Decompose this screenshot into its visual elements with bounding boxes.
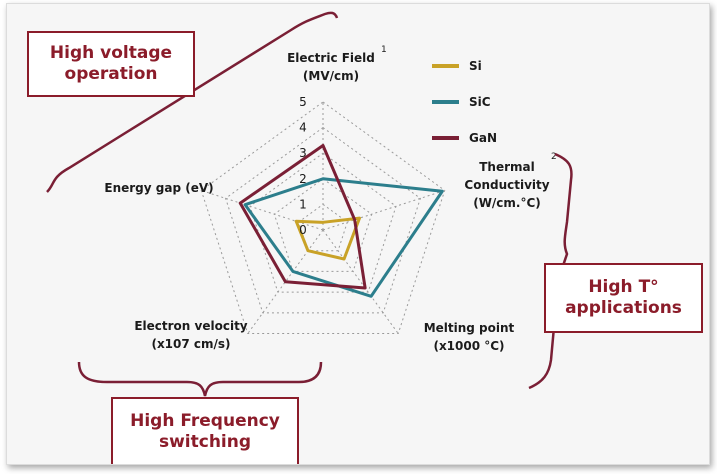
callout-high-frequency: High Frequency switching bbox=[111, 397, 299, 464]
legend-label-si: Si bbox=[469, 59, 482, 73]
grid-spoke-1 bbox=[322, 189, 445, 231]
bracket-layer bbox=[46, 11, 573, 397]
axis-label-4: Energy gap (eV) bbox=[104, 181, 213, 195]
grid-spoke-4 bbox=[201, 189, 324, 231]
axis-superscript-1: 2 bbox=[551, 152, 557, 162]
callout-high-temperature-line-2: applications bbox=[565, 298, 682, 318]
callout-high-temperature: High T° applications bbox=[544, 263, 703, 333]
grid-spoke-2 bbox=[322, 229, 399, 334]
grid-ring-5 bbox=[200, 101, 446, 335]
callout-high-voltage-line-2: operation bbox=[64, 64, 158, 84]
legend-label-sic: SiC bbox=[469, 95, 491, 109]
tick-label-4: 4 bbox=[299, 121, 307, 135]
series-layer bbox=[238, 144, 444, 298]
callout-high-temperature-line-1: High T° bbox=[588, 276, 659, 297]
callout-high-voltage-line-1: High voltage bbox=[49, 42, 173, 63]
axis-superscript-0: 1 bbox=[381, 45, 387, 55]
grid-ring-3 bbox=[249, 152, 397, 293]
series-gan-line bbox=[238, 144, 367, 290]
grid-ring-2 bbox=[273, 178, 373, 272]
axis-label-3: Electron velocity(x107 cm/s) bbox=[134, 319, 247, 351]
grid-layer bbox=[200, 101, 446, 335]
callout-high-frequency-line-2: switching bbox=[158, 432, 252, 452]
series-sic-line bbox=[243, 177, 444, 298]
grid-spoke-3 bbox=[247, 229, 324, 334]
tick-layer: 0 1 2 3 4 5 bbox=[299, 95, 307, 237]
legend-label-gan: GaN bbox=[469, 131, 497, 145]
tick-label-2: 2 bbox=[299, 172, 307, 186]
callout-high-voltage: High voltage operation bbox=[27, 31, 195, 97]
bracket-frequency bbox=[77, 361, 323, 397]
tick-label-1: 1 bbox=[299, 197, 307, 211]
axis-label-0: Electric Field(MV/cm) bbox=[287, 51, 375, 83]
callout-high-frequency-line-1: High Frequency bbox=[130, 410, 280, 431]
tick-label-5: 5 bbox=[299, 95, 307, 109]
bracket-voltage bbox=[46, 11, 339, 193]
tick-label-3: 3 bbox=[299, 146, 307, 160]
tick-label-0: 0 bbox=[299, 223, 307, 237]
axis-label-2: Melting point(x1000 °C) bbox=[424, 321, 515, 353]
bracket-temperature bbox=[528, 152, 573, 390]
